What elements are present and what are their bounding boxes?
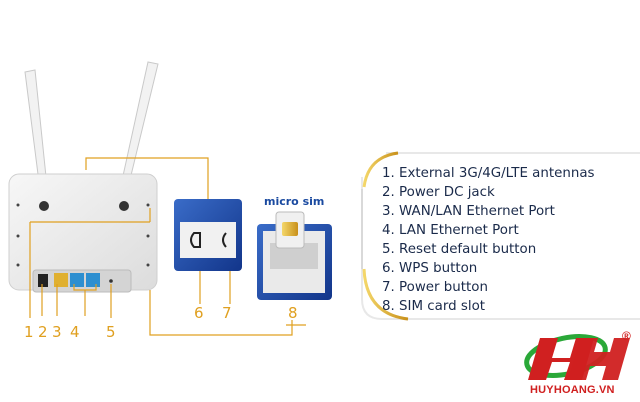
router-body	[8, 173, 158, 293]
legend-item: 7. Power button	[382, 280, 488, 295]
power-dc-jack	[38, 274, 48, 287]
legend-item: 2. Power DC jack	[382, 185, 495, 200]
callout-4: 4	[70, 323, 80, 341]
callout-1: 1	[24, 323, 34, 341]
lan-port-b	[86, 273, 100, 287]
callout-3: 3	[52, 323, 62, 341]
antenna-connector-left	[39, 201, 49, 211]
callout-6: 6	[194, 304, 204, 322]
legend-list: 1. External 3G/4G/LTE antennas 2. Power …	[382, 164, 595, 316]
callout-2: 2	[38, 323, 48, 341]
sim-label: micro sim	[264, 195, 324, 208]
antenna-connector-right	[119, 201, 129, 211]
callout-8: 8	[288, 304, 298, 322]
legend-panel	[361, 151, 640, 321]
wps-button	[190, 232, 201, 248]
legend-item: 8. SIM card slot	[382, 299, 486, 314]
callout-lines	[29, 157, 306, 336]
lan-port-a	[70, 273, 84, 287]
reset-button	[109, 279, 113, 283]
registered-mark: ®	[622, 329, 631, 343]
brand-logo	[524, 334, 630, 380]
callout-5: 5	[106, 323, 116, 341]
sim-slot-zoom-panel: micro sim	[257, 195, 332, 300]
callout-7: 7	[222, 304, 232, 322]
wan-lan-port	[54, 273, 68, 287]
legend-item: 6. WPS button	[382, 261, 478, 276]
antennas	[24, 61, 159, 199]
brand-website: HUYHOANG.VN	[530, 384, 615, 396]
legend-item: 3. WAN/LAN Ethernet Port	[382, 204, 555, 219]
power-button	[222, 232, 227, 248]
legend-item: 4. LAN Ethernet Port	[382, 223, 519, 238]
legend-item: 1. External 3G/4G/LTE antennas	[382, 166, 595, 181]
legend-item: 5. Reset default button	[382, 242, 537, 257]
callout-numbers: 1 2 3 4 5 6 7 8	[24, 304, 298, 341]
sim-chip	[282, 222, 298, 236]
wps-power-zoom-panel	[174, 199, 242, 271]
